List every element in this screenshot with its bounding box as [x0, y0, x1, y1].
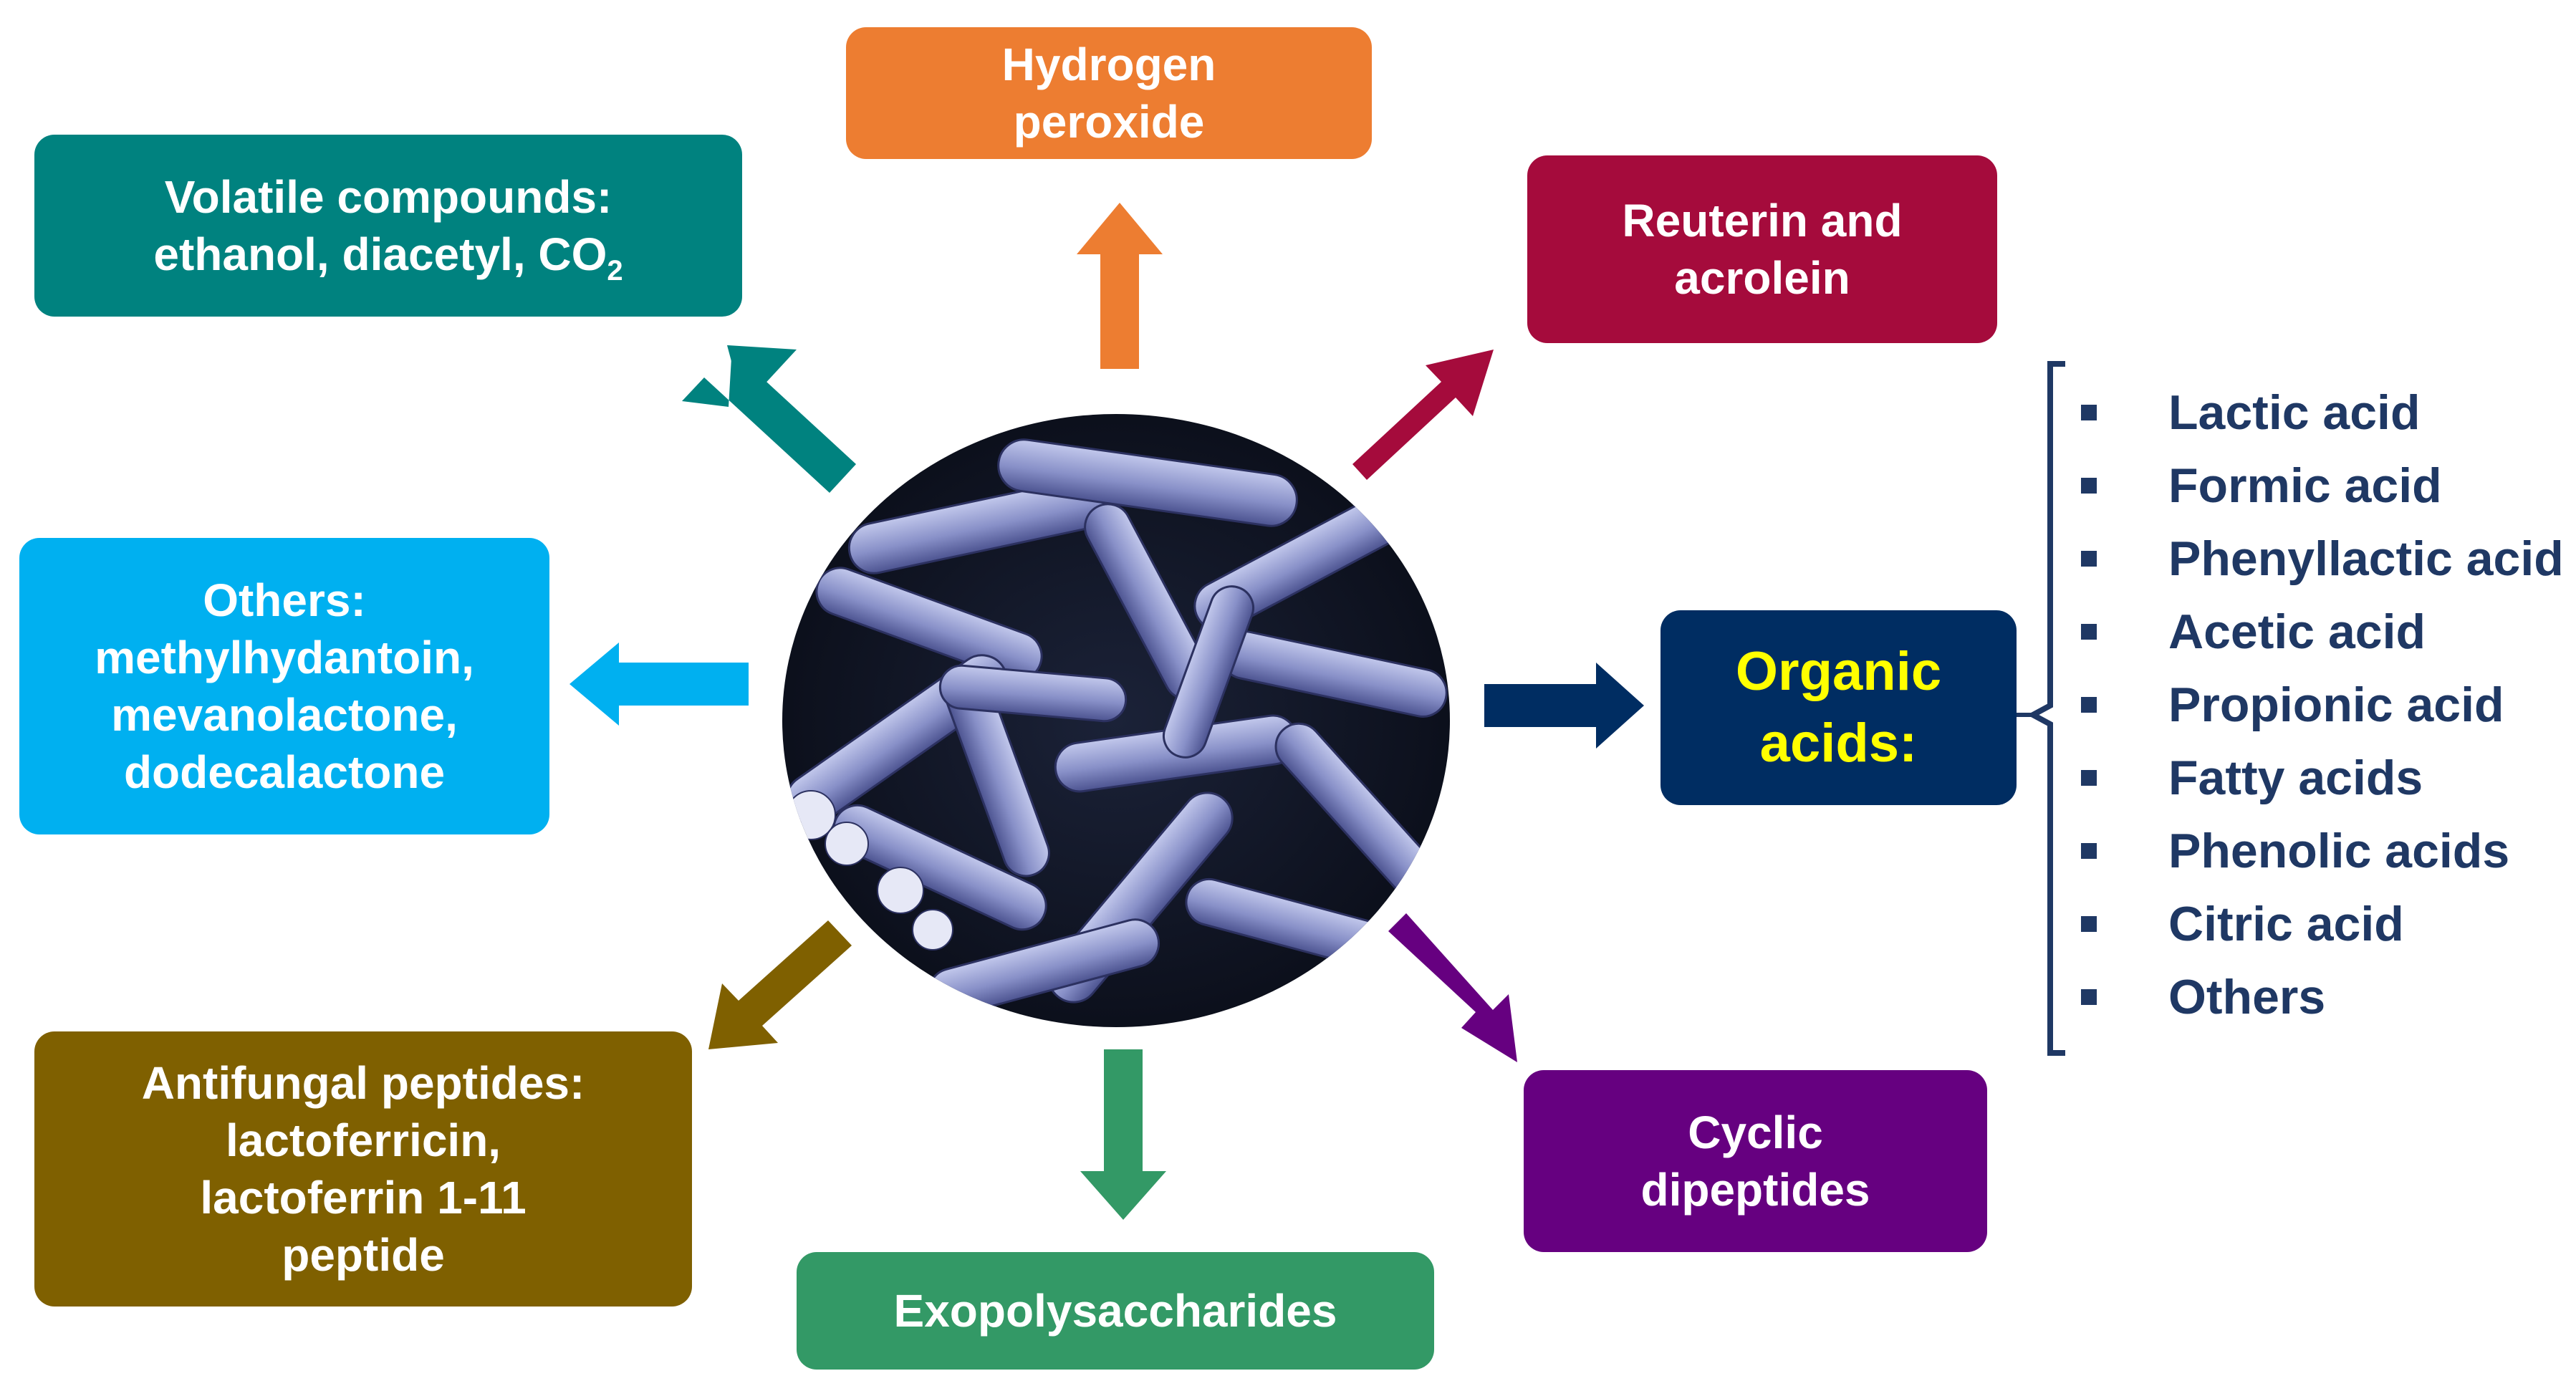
arrow-left-others [569, 643, 749, 726]
list-item: Others [2081, 961, 2564, 1034]
volatile-line-2: ethanol, diacetyl, CO2 [153, 226, 623, 285]
organic-line-2: acids: [1759, 713, 1918, 774]
reuterin-acrolein-box: Reuterin and acrolein [1527, 155, 1997, 343]
bullet-icon [2081, 551, 2097, 567]
cyclic-line-1: Cyclic [1688, 1107, 1823, 1158]
list-item-label: Phenolic acids [2168, 824, 2510, 878]
organic-acids-list: Lactic acid Formic acid Phenyllactic aci… [2081, 376, 2564, 1034]
arrow-upleft-volatile-head [727, 345, 797, 407]
list-item: Citric acid [2081, 887, 2564, 961]
antifungal-line-4: peptide [282, 1229, 445, 1281]
co2-subscript: 2 [607, 254, 623, 287]
list-item: Phenolic acids [2081, 814, 2564, 887]
others-line-2: methylhydantoin, [95, 632, 474, 683]
list-item-label: Citric acid [2168, 897, 2404, 951]
antifungal-line-3: lactoferrin 1-11 [200, 1172, 527, 1223]
bullet-icon [2081, 478, 2097, 494]
antifungal-peptides-box: Antifungal peptides: lactoferricin, lact… [34, 1031, 692, 1307]
cyclic-dipeptides-box: Cyclic dipeptides [1524, 1070, 1987, 1252]
list-item-label: Lactic acid [2168, 385, 2421, 440]
bullet-icon [2081, 770, 2097, 786]
hydrogen-line-1: Hydrogen [1001, 39, 1216, 90]
list-item-label: Propionic acid [2168, 678, 2504, 732]
bullet-icon [2081, 405, 2097, 420]
bullet-icon [2081, 989, 2097, 1005]
list-item-label: Phenyllactic acid [2168, 531, 2564, 586]
arrow-up-hydrogen [1077, 203, 1163, 369]
list-item: Acetic acid [2081, 595, 2564, 668]
volatile-line-1: Volatile compounds: [164, 171, 612, 223]
others-box: Others: methylhydantoin, mevanolactone, … [19, 538, 549, 834]
list-item: Phenyllactic acid [2081, 522, 2564, 595]
exopoly-line-1: Exopolysaccharides [893, 1285, 1337, 1337]
list-item-label: Others [2168, 970, 2326, 1024]
volatile-compounds-box: Volatile compounds: ethanol, diacetyl, C… [34, 135, 742, 317]
list-item-label: Formic acid [2168, 458, 2442, 513]
cyclic-line-2: dipeptides [1640, 1164, 1870, 1216]
list-item-label: Fatty acids [2168, 751, 2423, 805]
arrow-downleft-antifungal [708, 920, 852, 1049]
organic-line-1: Organic [1735, 641, 1942, 702]
list-item: Fatty acids [2081, 741, 2564, 814]
list-bracket [2027, 361, 2065, 1056]
bullet-icon [2081, 916, 2097, 932]
bullet-icon [2081, 697, 2097, 713]
organic-acids-box: Organic acids: [1661, 610, 2017, 805]
antifungal-line-1: Antifungal peptides: [141, 1057, 585, 1109]
arrow-downright-cyclic [1388, 913, 1517, 1062]
list-item: Propionic acid [2081, 668, 2564, 741]
bacteria-micrograph-icon [782, 414, 1450, 1027]
list-item: Formic acid [2081, 449, 2564, 522]
bullet-icon [2081, 843, 2097, 859]
list-item: Lactic acid [2081, 376, 2564, 449]
reuterin-line-1: Reuterin and [1622, 195, 1903, 246]
arrow-right-organic-acids [1484, 663, 1644, 749]
exopolysaccharides-box: Exopolysaccharides [797, 1252, 1434, 1370]
hydrogen-peroxide-box: Hydrogen peroxide [846, 27, 1372, 159]
others-line-1: Others: [203, 574, 366, 626]
hydrogen-line-2: peroxide [1013, 96, 1205, 148]
arrow-upright-reuterin [1352, 350, 1494, 480]
antifungal-line-2: lactoferricin, [225, 1115, 501, 1166]
bullet-icon [2081, 624, 2097, 640]
others-line-3: mevanolactone, [111, 689, 458, 741]
volatile-line-2-text: ethanol, diacetyl, CO [153, 228, 607, 280]
arrow-down-exopolysaccharides [1080, 1049, 1166, 1220]
others-line-4: dodecalactone [123, 746, 446, 798]
list-item-label: Acetic acid [2168, 605, 2426, 659]
reuterin-line-2: acrolein [1674, 252, 1850, 304]
arrow-upleft-volatile [682, 346, 856, 493]
